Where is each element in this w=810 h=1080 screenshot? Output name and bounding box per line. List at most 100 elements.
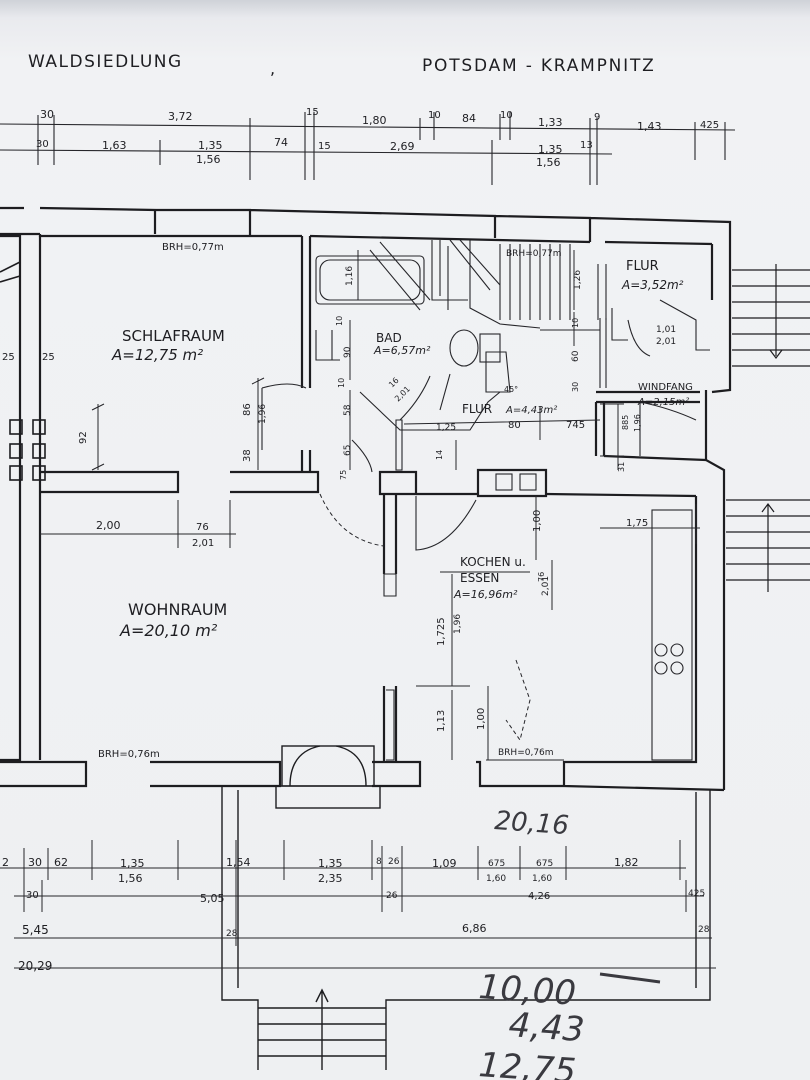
dim-koch-196: 1,96 [453,614,463,634]
dim-bot-r3-3: 6,86 [462,922,487,935]
interior-dimension-labels: 92 86 1,96 38 2,00 76 2,01 1,16 10 90 10… [78,266,676,732]
dim-bot-13: 1,60 [486,874,506,884]
dim-bad-16: 16 [387,376,401,390]
dim-stair-10: 10 [571,318,580,328]
dim-bot-total: 20,29 [18,959,52,973]
bottom-dimension-lines [0,840,716,970]
dim-top-r2-6: 15 [318,141,331,152]
dim-bot-11: 1,09 [432,857,457,870]
bad-sill: BRH=0,77m [506,249,562,259]
dim-stair-126: 1,26 [573,270,583,290]
dim-bot-r2-1: 30 [26,890,39,901]
dim-top-2: 3,72 [168,110,193,123]
dim-top-7: 10 [500,110,513,121]
dim-bad-125: 1,25 [436,423,456,433]
dim-koch-100: 1,00 [532,510,543,532]
dim-top-8: 1,33 [538,116,563,129]
dim-schlaf-38: 38 [242,449,253,462]
dim-left-2: 25 [42,352,55,363]
left-block-pattern [0,261,46,481]
dim-bot-5: 1,56 [118,872,143,885]
dim-top-1: 30 [40,108,54,121]
kochen-sill: BRH=0,76m [498,748,554,758]
doors [261,383,477,761]
dim-top-10: 1,43 [637,120,662,133]
dim-top-r2-5: 74 [274,136,288,149]
windfang-area: A=2,15m² [637,397,689,408]
dim-bot-r3-2: 28 [226,929,238,939]
dim-koch-175: 1,75 [626,518,648,529]
bad-fixtures [315,240,501,431]
dim-koch-113: 1,13 [436,710,447,732]
kochen-name-1: KOCHEN u. [460,555,526,569]
title-separator: , [270,59,275,78]
dim-bad-201: 2,01 [393,384,412,403]
dim-bad-75: 75 [339,470,348,480]
dim-bot-r3-1: 5,45 [22,923,49,937]
flur-top-name: FLUR [626,259,659,274]
dim-flur-745: 745 [566,420,585,431]
dim-top-r2-3: 1,35 [198,139,223,152]
dim-bot-r2-3: 26 [386,891,398,901]
wohnraum-sill: BRH=0,76m [98,749,160,760]
bottom-dimension-labels: 2 30 62 1,35 1,56 1,54 1,35 2,35 8 26 1,… [2,856,710,973]
dim-wind-101: 1,01 [656,325,676,335]
dim-wohn-76: 76 [196,522,209,533]
bad-area: A=6,57m² [373,344,431,357]
dim-bot-6: 1,54 [226,856,251,869]
dim-bot-r3-4: 28 [698,925,710,935]
dim-bad-116: 1,16 [345,266,355,286]
dim-bot-14: 675 [536,859,553,869]
flur-walls [594,390,707,462]
dim-koch-100b: 1,00 [476,708,487,730]
dim-bot-2: 30 [28,856,42,869]
dim-bot-r2-2: 5,05 [200,892,225,905]
dim-top-r2-2: 1,63 [102,139,127,152]
dim-bad-65: 65 [343,445,353,456]
project-title: WALDSIEDLUNG [28,52,183,72]
kochen-area: A=16,96m² [453,588,518,601]
dim-schlaf-86: 86 [242,403,253,416]
dim-bot-r2-4: 4,26 [528,891,550,902]
dim-bad-10b: 10 [337,378,346,388]
dim-bot-7: 1,35 [318,857,343,870]
dim-flur-14: 14 [435,450,444,460]
flur-mid-name: FLUR [462,402,492,416]
dim-top-r2-4: 1,56 [196,153,221,166]
dim-top-r2-9: 1,56 [536,156,561,169]
handwritten-note-3: 4,43 [507,1005,585,1050]
interior-dimension-lines [40,250,700,761]
dim-koch-76: 76 [537,572,546,582]
dim-bot-3: 62 [54,856,68,869]
dim-flur-80: 80 [508,420,521,431]
dim-top-r2-1: 30 [36,139,49,150]
dim-koch-1725: 1,725 [436,617,447,646]
dim-schlaf-196: 1,96 [258,404,268,424]
dim-top-6: 84 [462,112,476,125]
dim-wind-196: 1,96 [633,414,642,432]
handwritten-note-4: 12,75 [477,1045,577,1080]
kochen-name-2: ESSEN [460,571,499,585]
dim-bad-90: 90 [343,346,353,358]
schlafraum-area: A=12,75 m² [111,346,203,364]
dim-left-1: 25 [2,352,15,363]
dim-schlaf-92: 92 [78,431,89,444]
dim-bot-9: 8 [376,857,382,867]
dim-stair-60: 60 [571,350,581,362]
dim-bot-15: 1,60 [532,874,552,884]
dim-bot-10: 26 [388,857,400,867]
dim-top-9: 9 [594,112,600,123]
dim-top-11: 425 [700,120,719,131]
dim-wohn-201: 2,01 [192,538,214,549]
handwritten-note-2: 10,00 [477,967,577,1014]
kochen-fixtures [495,473,693,761]
dim-bot-1: 2 [2,856,9,869]
flur-mid-area: A=4,43m² [505,405,557,416]
bad-name: BAD [376,331,402,345]
dim-bad-10: 10 [335,316,344,326]
dim-top-5: 10 [428,110,441,121]
dim-stair-30: 30 [571,382,580,392]
dim-bot-8: 2,35 [318,872,343,885]
dim-wind-31: 31 [617,462,626,472]
